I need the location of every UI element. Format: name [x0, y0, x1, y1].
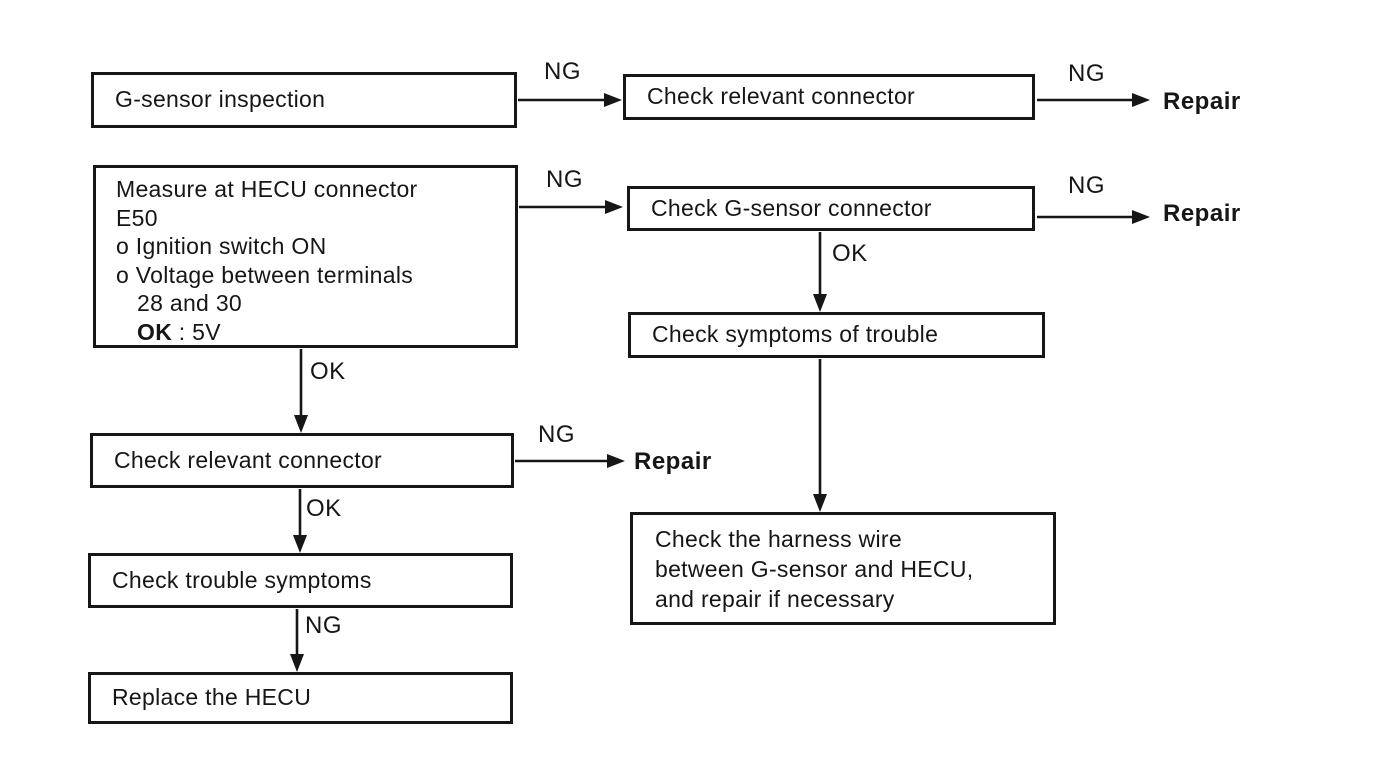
node-label: Replace the HECU [112, 684, 312, 711]
edge-label-ok: OK [310, 358, 346, 385]
node-label: Check relevant connector [114, 446, 383, 473]
node-check-g-sensor-connector: Check G-sensor connector [627, 186, 1035, 231]
edge-label-ok: OK [306, 495, 342, 522]
node-label: G-sensor inspection [115, 86, 326, 113]
node-label: Check G-sensor connector [651, 194, 932, 221]
ok-spec-value: : 5V [172, 318, 221, 345]
terminal-repair: Repair [1163, 200, 1241, 227]
edge-label-ng: NG [305, 612, 342, 639]
node-line: o Voltage between terminals [116, 261, 414, 288]
node-label: Check relevant connector [647, 83, 916, 110]
node-measure-at-hecu: Measure at HECU connector E50 o Ignition… [93, 165, 518, 348]
node-check-relevant-connector-top: Check relevant connector [623, 74, 1035, 120]
node-label: Check trouble symptoms [112, 566, 372, 593]
edge-label-ok: OK [832, 240, 868, 267]
node-line: between G-sensor and HECU, [655, 556, 974, 582]
ok-spec-label: OK [137, 318, 173, 345]
edge-label-ng: NG [1068, 60, 1105, 87]
node-line: and repair if necessary [655, 586, 895, 612]
edge-label-ng: NG [546, 166, 583, 193]
node-check-symptoms-of-trouble: Check symptoms of trouble [628, 312, 1045, 358]
terminal-repair: Repair [1163, 88, 1241, 115]
node-line: Check the harness wire [655, 526, 902, 552]
node-check-trouble-symptoms: Check trouble symptoms [88, 553, 513, 608]
node-replace-the-hecu: Replace the HECU [88, 672, 513, 724]
edge-label-ng: NG [544, 58, 581, 85]
node-g-sensor-inspection: G-sensor inspection [91, 72, 517, 128]
terminal-repair: Repair [634, 448, 712, 475]
node-line: 28 and 30 [137, 290, 243, 316]
node-check-relevant-connector-mid: Check relevant connector [90, 433, 514, 488]
node-line: o Ignition switch ON [116, 233, 327, 259]
node-label: Check symptoms of trouble [652, 321, 939, 348]
node-line-ok-spec: OK : 5V [96, 318, 515, 347]
node-line: E50 [116, 204, 158, 231]
node-line: Measure at HECU connector [116, 176, 418, 202]
edge-label-ng: NG [1068, 172, 1105, 199]
node-check-harness-wire: Check the harness wire between G-sensor … [630, 512, 1056, 625]
edge-label-ng: NG [538, 421, 575, 448]
